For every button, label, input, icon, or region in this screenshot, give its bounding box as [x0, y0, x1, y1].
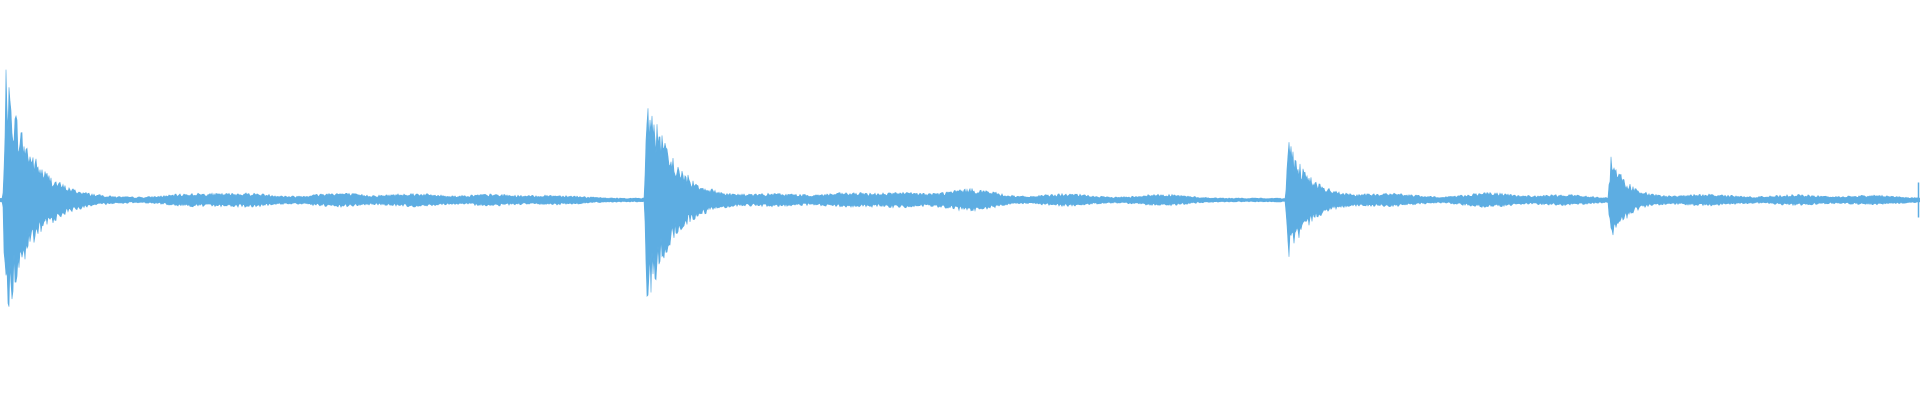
waveform-amplitude — [0, 69, 1920, 307]
